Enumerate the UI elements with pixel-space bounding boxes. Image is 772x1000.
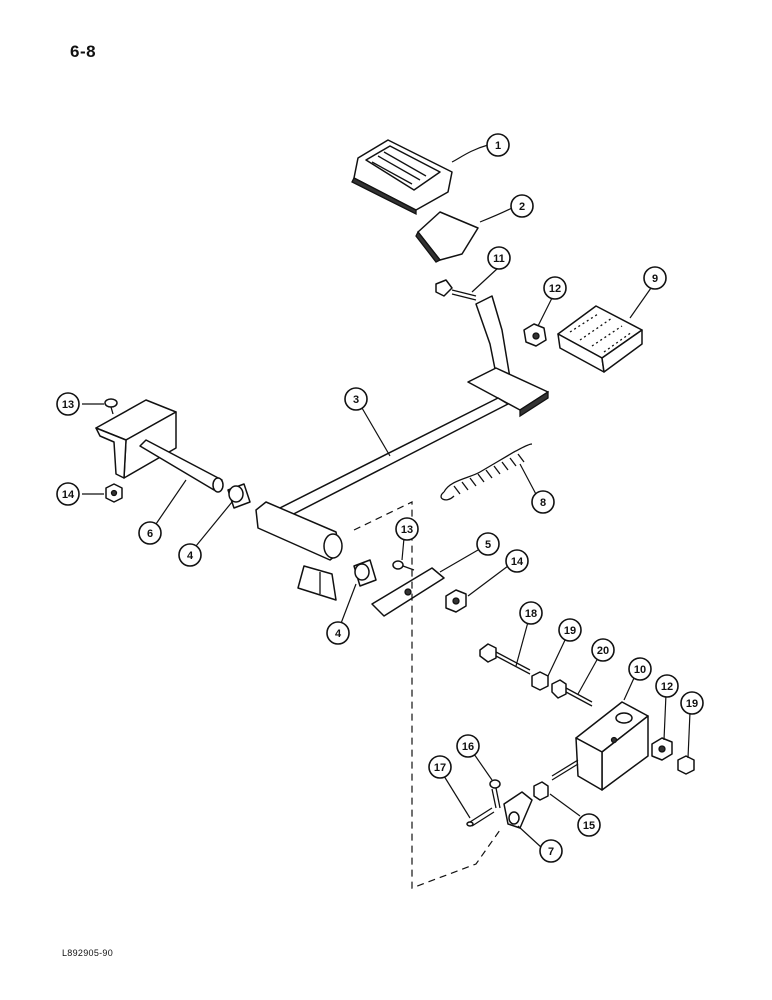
callout-20-label: 20 [597,645,609,657]
clevis-part [503,791,533,829]
callout-14-right-label: 14 [511,556,524,568]
callout-10: 10 [628,657,652,681]
nut-part-19-right [677,755,695,775]
bushing-part-4-lower [353,559,377,587]
callout-18: 18 [519,601,543,625]
callout-8: 8 [531,490,555,514]
nut-part-12-upper [523,323,547,347]
bolt-part-11 [435,279,477,301]
callout-15-label: 15 [583,820,595,832]
callout-11-label: 11 [493,253,505,265]
bolt-part-20 [551,679,593,707]
callout-14-right: 14 [505,549,529,573]
return-spring-part [440,443,533,501]
pivot-pin-part [139,439,224,493]
callout-8-label: 8 [540,497,546,509]
callout-18-label: 18 [525,608,537,620]
leader-lines [82,144,691,849]
callout-1-label: 1 [495,140,501,152]
callout-12-upper: 12 [543,276,567,300]
callout-12-lower: 12 [655,674,679,698]
callout-19-right: 19 [680,691,704,715]
callout-13-upper: 13 [56,392,80,416]
callout-14-left-label: 14 [62,489,75,501]
callout-2: 2 [510,194,534,218]
page-number: 6-8 [70,42,97,61]
nut-part-12-lower [651,737,673,761]
callout-19-right-label: 19 [686,698,698,710]
callout-4-upper-label: 4 [187,550,194,562]
screw-part-13-upper [104,398,118,415]
pad-block-part [557,305,643,373]
callout-13-lower-label: 13 [401,524,413,536]
nut-part-15 [533,781,549,801]
callout-12-lower-label: 12 [661,681,673,693]
cotter-pin-part [466,807,495,827]
callout-7: 7 [539,839,563,863]
callout-7-label: 7 [548,846,554,858]
callout-19-left: 19 [558,618,582,642]
callout-17: 17 [428,755,452,779]
callout-16-label: 16 [462,741,474,753]
pedal-arm-part [467,295,549,418]
callout-1: 1 [486,133,510,157]
callout-10-label: 10 [634,664,646,676]
callout-13-lower: 13 [395,517,419,541]
callout-3: 3 [344,387,368,411]
plate-part [371,567,445,617]
pedal-pad-part [351,139,453,216]
callout-11: 11 [487,246,511,270]
callout-12-upper-label: 12 [549,283,561,295]
callout-5: 5 [476,532,500,556]
pedal-insert-part [415,211,479,263]
clevis-pin-part [489,779,501,809]
callout-15: 15 [577,813,601,837]
mounting-bracket-part [95,399,177,479]
callout-13-upper-label: 13 [62,399,74,411]
nut-part-14-right [445,589,467,613]
pedal-shaft-part [255,397,509,601]
callout-4-lower-label: 4 [335,628,342,640]
callout-14-left: 14 [56,482,80,506]
switch-block-part [551,701,649,791]
callout-3-label: 3 [353,394,359,406]
callout-20: 20 [591,638,615,662]
bushing-part-4-upper [227,483,251,509]
nut-part-14-left [105,483,123,503]
nut-part-19-left [531,671,549,691]
figure-code: L892905-90 [62,948,114,958]
callout-17-label: 17 [434,762,446,774]
callout-9-label: 9 [652,273,658,285]
linkage-path-line [353,501,501,889]
callout-6: 6 [138,521,162,545]
callout-9: 9 [643,266,667,290]
screw-part-13-lower [392,560,415,571]
bolt-part-18 [479,643,531,675]
callout-19-left-label: 19 [564,625,576,637]
callout-4-upper: 4 [178,543,202,567]
callout-4-lower: 4 [326,621,350,645]
callout-2-label: 2 [519,201,525,213]
callout-5-label: 5 [485,539,491,551]
callout-16: 16 [456,734,480,758]
callout-6-label: 6 [147,528,153,540]
